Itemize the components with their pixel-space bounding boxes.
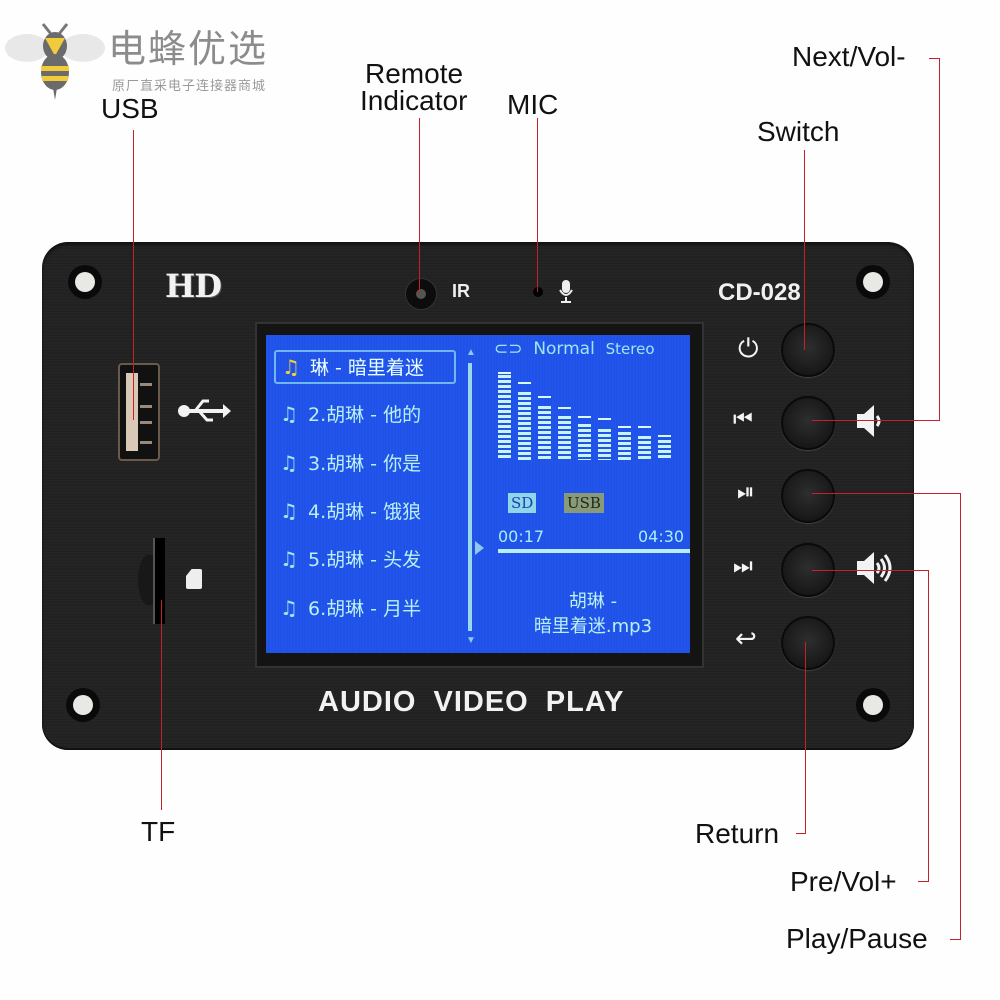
spectrum-equalizer [498,372,688,460]
repeat-icon: ⊂⊃ [494,339,523,359]
music-note-icon: ♫ [282,355,300,379]
leader-mic [537,118,538,292]
bee-icon [5,23,105,100]
total-time: 04:30 [638,527,685,546]
mic-icon [559,280,573,304]
next-icon: ⏭ [733,554,753,579]
previous-icon: ⏮ [733,407,753,432]
leader-play-v [960,493,961,940]
status-bar: ⊂⊃ Normal Stereo [494,339,655,359]
volume-down-icon [857,404,885,443]
leader-return-h [796,833,806,834]
playlist-item[interactable]: ♫6.胡琳 - 月半 [266,588,456,628]
leader-pre-h1 [812,570,929,571]
playlist-item[interactable]: ♫5.胡琳 - 头发 [266,539,456,579]
music-note-icon: ♫ [280,547,298,571]
eq-bar [578,416,591,460]
panel-caption: AUDIO VIDEO PLAY [318,686,625,718]
mount-hole-tr [856,265,890,299]
label-play-pause: Play/Pause [786,923,928,954]
ir-receiver [405,278,437,310]
leader-return-v [805,642,806,834]
mount-hole-br [856,688,890,722]
mic-hole [533,287,543,297]
music-note-icon: ♫ [280,499,298,523]
playlist-item[interactable]: ♫3.胡琳 - 你是 [266,443,456,483]
mount-hole-tl [68,265,102,299]
eq-bar [658,435,671,460]
leader-remote [419,118,420,294]
leader-pre-v [928,570,929,882]
label-mic: MIC [507,89,559,120]
audio-mode: Stereo [605,340,655,358]
eq-bar [558,407,571,460]
usb-port[interactable] [118,363,160,461]
watermark-logo [5,10,305,100]
eq-bar [498,372,511,460]
watermark-brand: 电蜂优选 [108,27,269,71]
playlist-item[interactable]: ♫2.胡琳 - 他的 [266,394,456,434]
music-note-icon: ♫ [280,402,298,426]
usb-symbol-icon [177,398,231,424]
previous-vol-down-button[interactable] [781,396,835,450]
play-pause-icon: ⏯ [737,480,755,505]
leader-play-h1 [812,493,961,494]
playlist-scrollbar[interactable] [468,363,472,631]
label-return: Return [695,818,780,849]
playlist-item[interactable]: ♫4.胡琳 - 饿狼 [266,491,456,531]
source-usb-badge: USB [564,493,604,513]
watermark-tagline: 原厂直采电子连接器商城 [112,79,267,94]
sd-card-icon [186,569,202,589]
leader-next-h2 [812,420,940,421]
now-playing-artist: 胡琳 - [568,591,618,612]
ir-icon: IR [452,281,470,301]
return-button[interactable] [781,616,835,670]
leader-next-h1 [929,58,940,59]
label-remote-2: Indicator [360,85,468,116]
label-tf: TF [141,816,176,847]
scroll-down-icon[interactable]: ▼ [466,635,476,646]
label-usb: USB [101,93,159,124]
progress-bar[interactable] [498,549,690,553]
label-switch: Switch [757,116,840,147]
hd-logo: HD [165,267,222,305]
music-note-icon: ♫ [280,596,298,620]
playlist-item-selected[interactable]: ♫琳 - 暗里着迷 [274,350,456,384]
eq-bar [518,382,531,460]
return-icon: ↩ [735,624,757,654]
label-pre-vol-plus: Pre/Vol+ [790,866,897,897]
lcd-screen: ♫琳 - 暗里着迷 ♫2.胡琳 - 他的 ♫3.胡琳 - 你是 ♫4.胡琳 - … [266,335,690,653]
power-icon: ⏻ [738,334,759,364]
mount-hole-bl [66,688,100,722]
leader-play-h2 [950,939,961,940]
volume-up-icon [857,551,893,590]
leader-usb [133,130,134,420]
play-pause-button[interactable] [781,469,835,523]
label-next-vol-minus: Next/Vol- [792,41,906,72]
eq-bar [638,426,651,460]
eq-bar [598,418,611,460]
scroll-up-icon[interactable]: ▲ [466,347,476,358]
source-sd-badge: SD [508,493,537,513]
playing-indicator-icon [475,541,484,555]
music-note-icon: ♫ [280,451,298,475]
leader-switch [804,150,805,350]
eq-bar [618,426,631,460]
tf-card-slot[interactable] [153,538,165,624]
power-switch-button[interactable] [781,323,835,377]
model-number: CD-028 [718,279,801,306]
eq-bar [538,396,551,460]
now-playing-title: 暗里着迷.mp3 [533,616,653,637]
elapsed-time: 00:17 [498,527,545,546]
play-mode: Normal [533,339,595,359]
leader-pre-h2 [918,881,929,882]
leader-next-v [939,58,940,421]
leader-tf [161,600,162,810]
label-remote-1: Remote [365,58,464,89]
